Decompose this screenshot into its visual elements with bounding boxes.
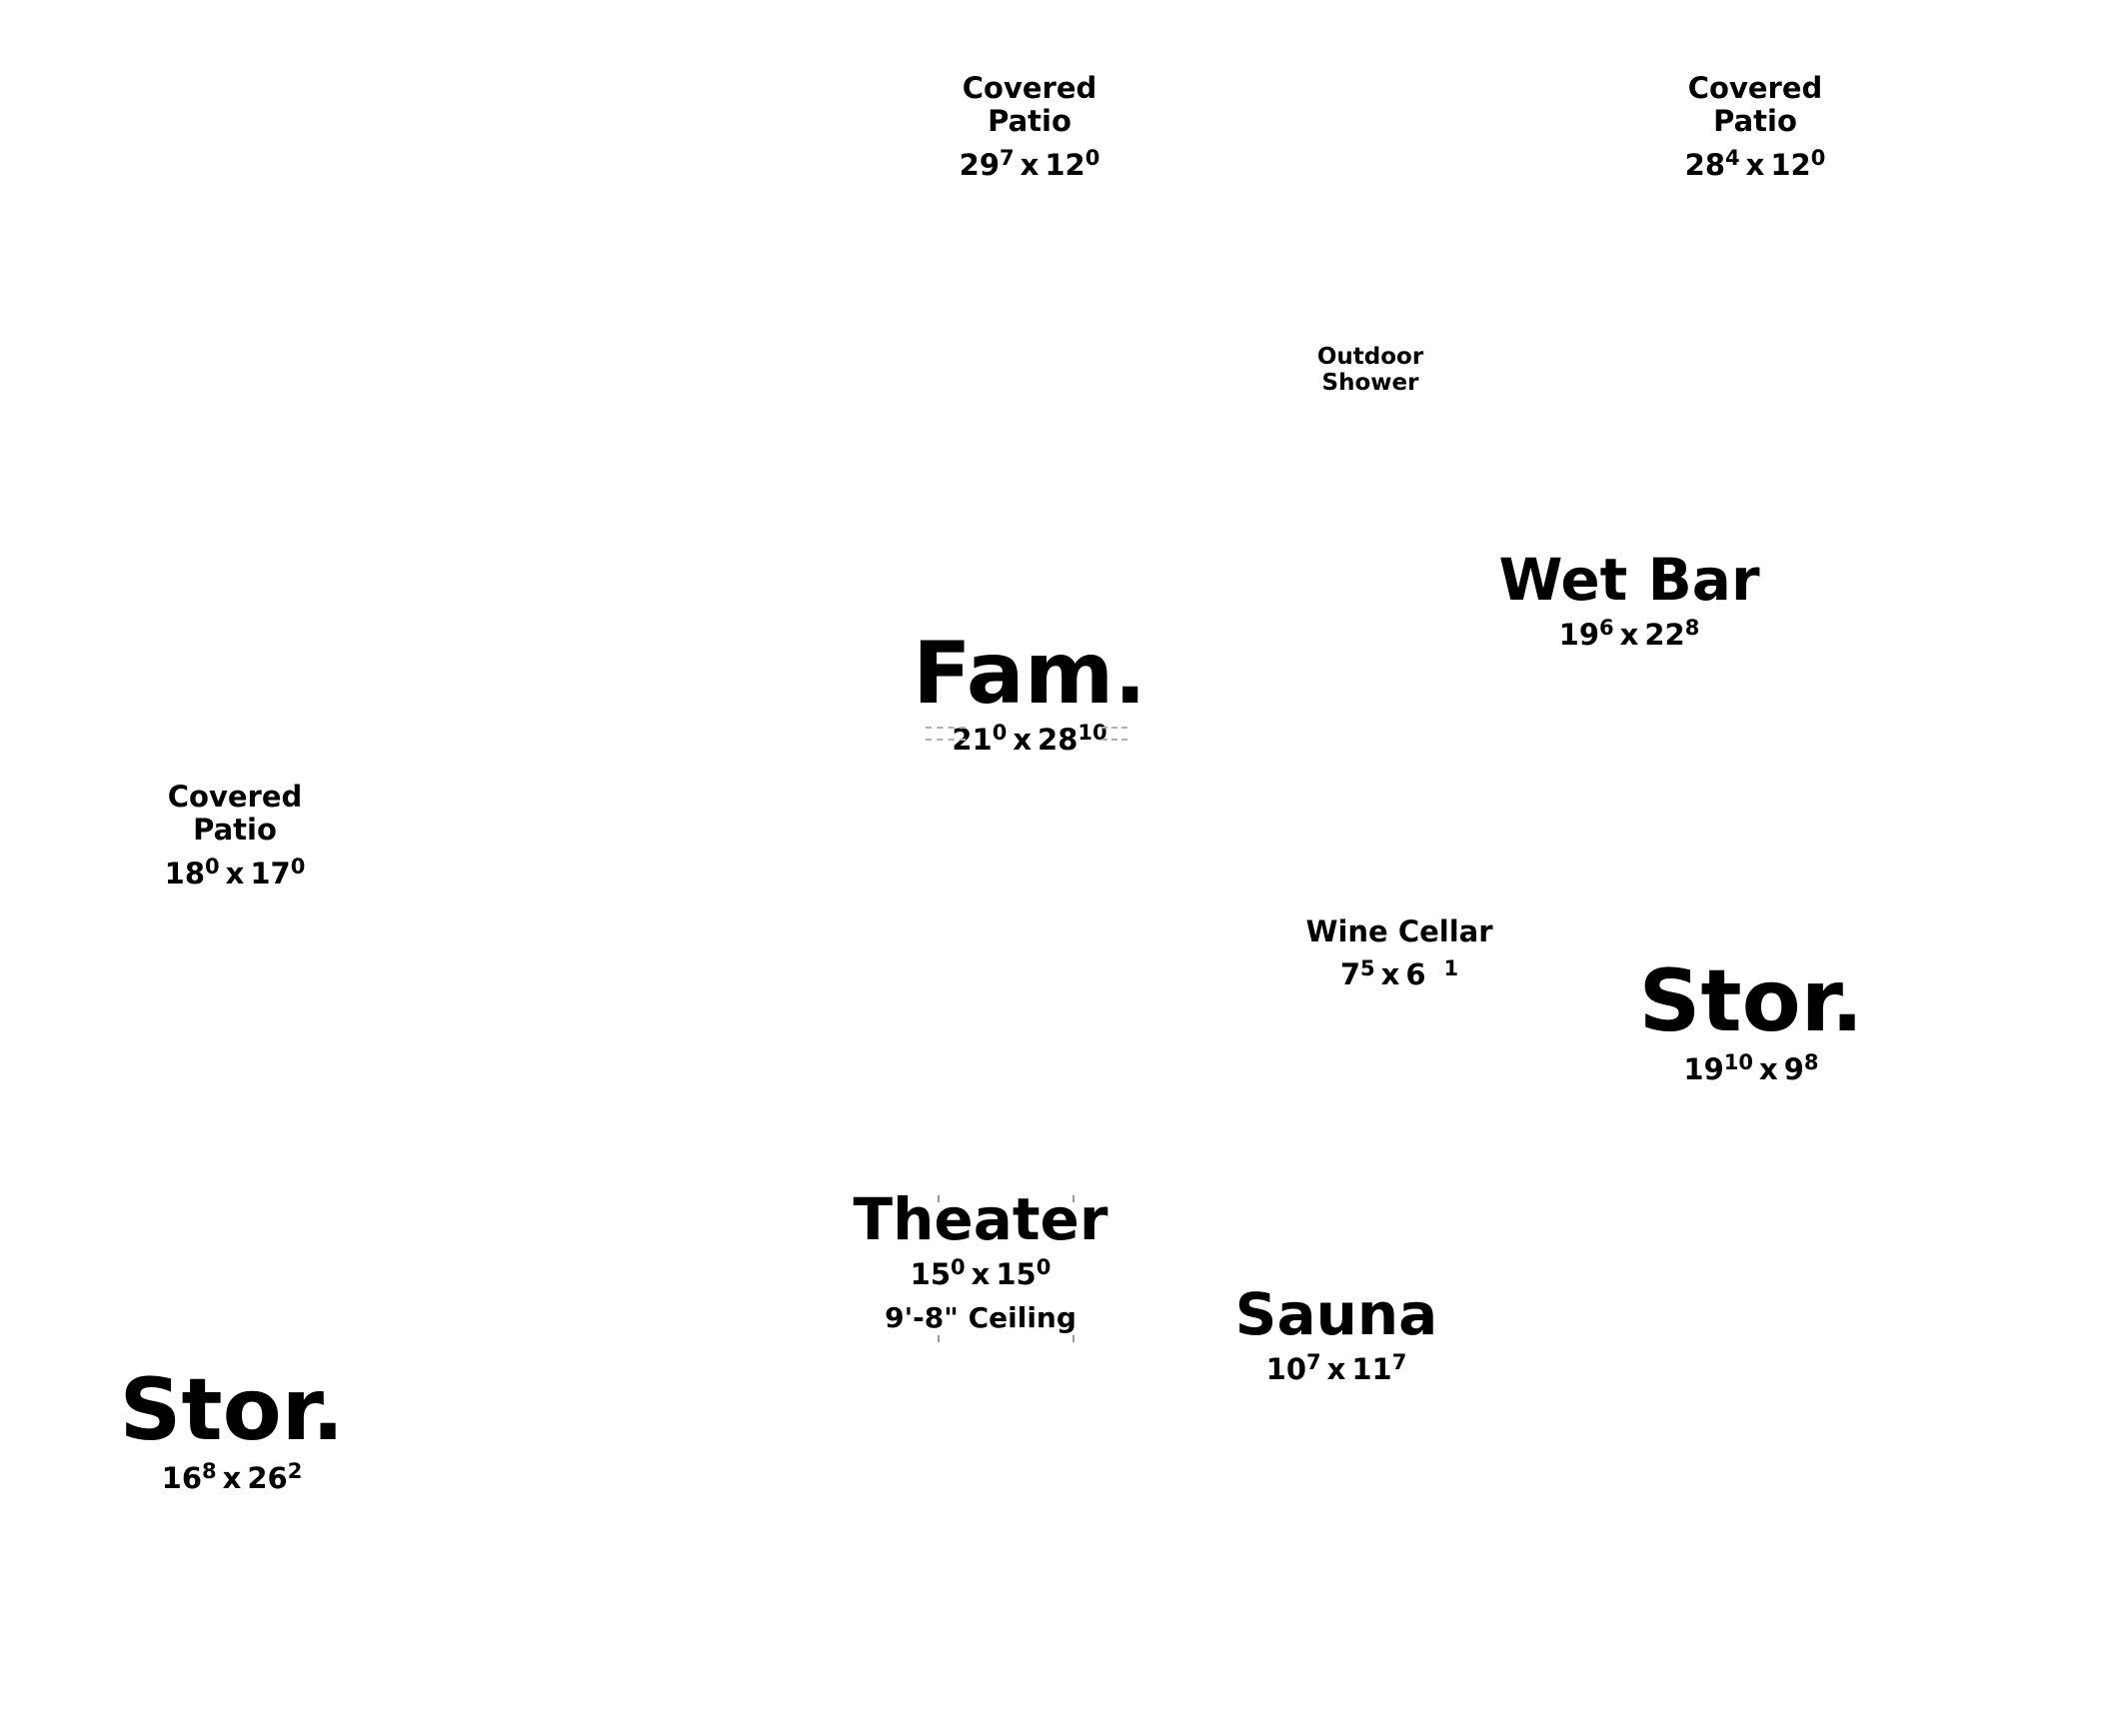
wall-tick [1072, 1335, 1074, 1342]
wall-tick [938, 1195, 940, 1202]
dashed-wall-line [926, 727, 966, 729]
room-name: Sauna [1234, 1280, 1438, 1348]
dashed-wall-line [1101, 727, 1127, 729]
room-name: Theater [853, 1185, 1108, 1253]
wall-tick [938, 1335, 940, 1342]
room-name: Stor. [1638, 951, 1864, 1051]
room-name: Wet Bar [1498, 546, 1760, 614]
room-name: Fam. [912, 624, 1147, 724]
room-name: Wine Cellar [1305, 914, 1493, 948]
ceiling-height-note: 9'-8" Ceiling [885, 1300, 1076, 1334]
dashed-wall-line [926, 739, 966, 741]
dashed-wall-line [1101, 739, 1127, 741]
room-name: Stor. [119, 1360, 345, 1460]
wall-tick [1072, 1195, 1074, 1202]
